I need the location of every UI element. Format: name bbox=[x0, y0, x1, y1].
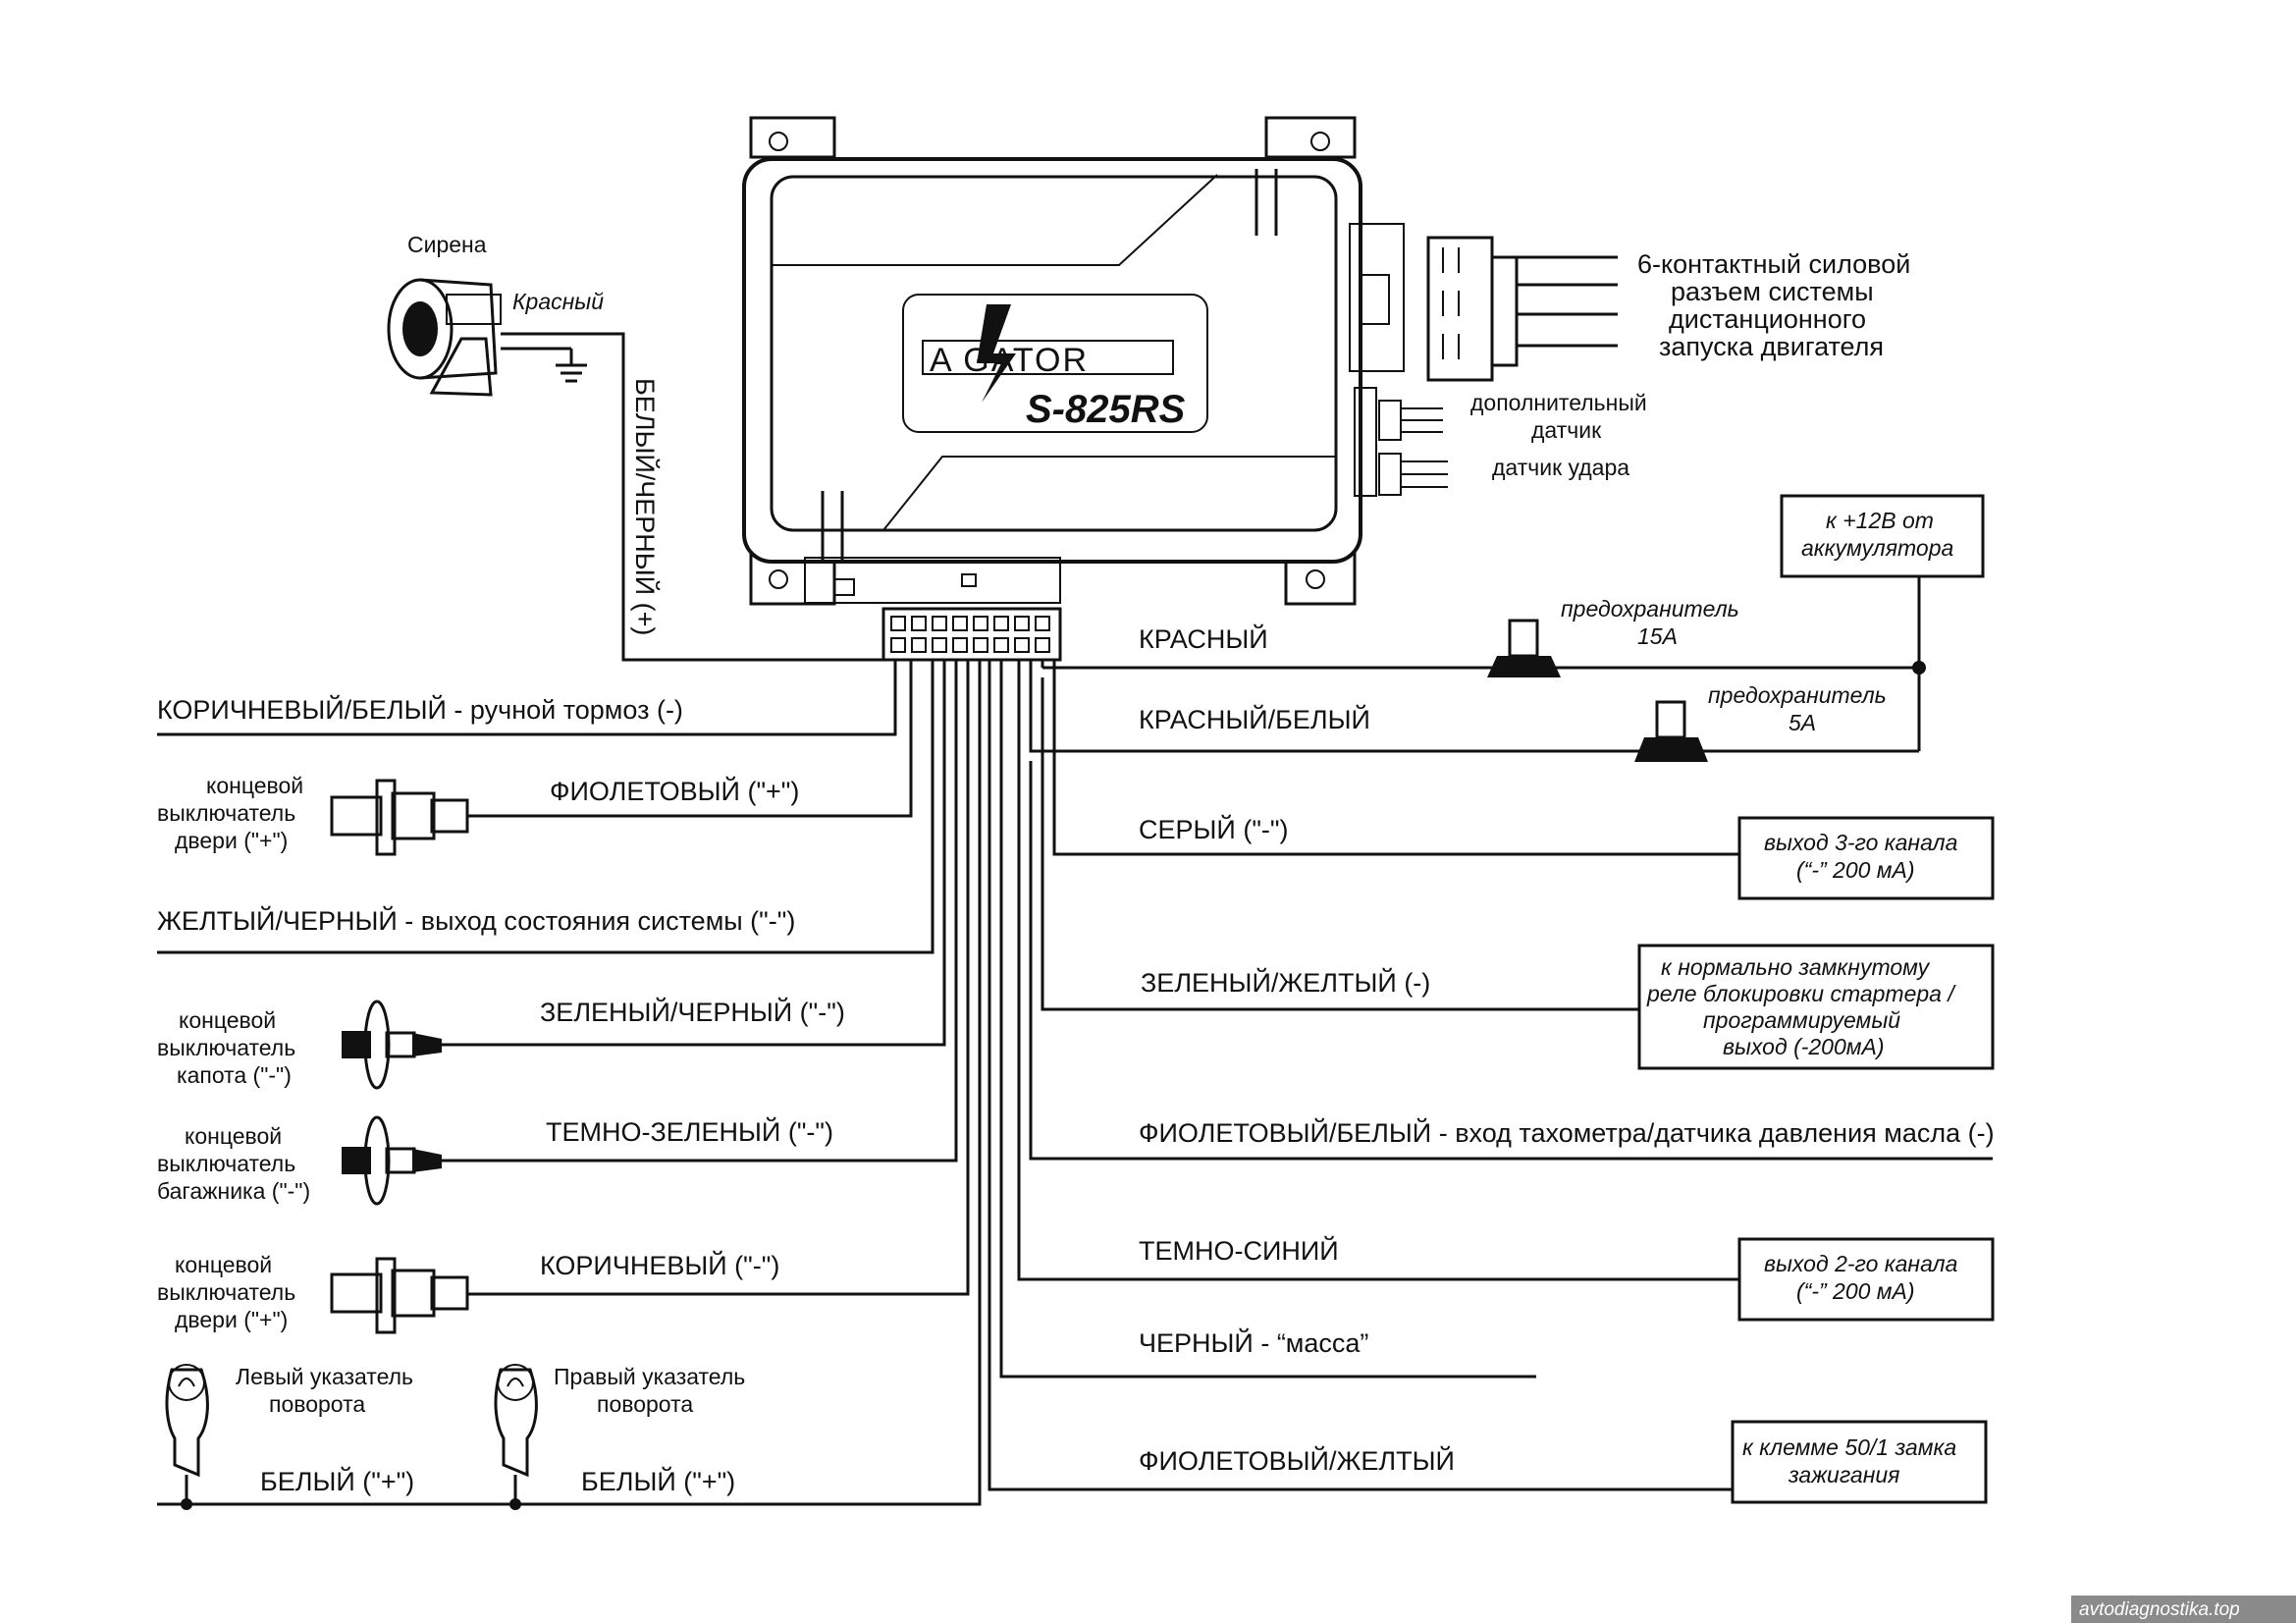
main-connector bbox=[881, 607, 1062, 662]
green-black-wire-label: ЗЕЛЕНЫЙ/ЧЕРНЫЙ ("-") bbox=[540, 997, 845, 1027]
power-connector-label-2: разъем системы bbox=[1671, 277, 1874, 306]
left-turn-line-2: поворота bbox=[269, 1391, 365, 1417]
model-name: S-825RS bbox=[1026, 388, 1186, 431]
right-turn-line-2: поворота bbox=[597, 1391, 693, 1417]
power-connector-label-4: запуска двигателя bbox=[1659, 332, 1884, 361]
logo-panel bbox=[902, 294, 1208, 433]
siren-wire-label: Красный bbox=[512, 289, 604, 314]
dark-blue-wire-label: ТЕМНО-СИНИЙ bbox=[1139, 1235, 1339, 1266]
watermark: avtodiagnostika.top bbox=[2079, 1599, 2240, 1620]
fuse-5a-line-2: 5А bbox=[1789, 710, 1816, 735]
shock-sensor-label: датчик удара bbox=[1492, 455, 1629, 480]
alarm-unit: A GATOR S-825RS bbox=[742, 116, 1405, 606]
yellow-black-wire-label: ЖЕЛТЫЙ/ЧЕРНЫЙ - выход состояния системы … bbox=[157, 905, 795, 936]
gray-wire-label: СЕРЫЙ ("-") bbox=[1139, 814, 1288, 844]
dark-green-wire-label: ТЕМНО-ЗЕЛЕНЫЙ ("-") bbox=[546, 1116, 833, 1147]
ch3-box-line-2: (“-” 200 мА) bbox=[1796, 857, 1915, 883]
door-switch-2-line-1: концевой bbox=[175, 1252, 272, 1277]
fuse-15a-icon bbox=[1487, 619, 1561, 677]
battery-box-line-1: к +12В от bbox=[1826, 508, 1934, 533]
right-turn-line-1: Правый указатель bbox=[554, 1364, 745, 1389]
trunk-switch-line-1: концевой bbox=[185, 1123, 282, 1149]
ch2-box-line-2: (“-” 200 мА) bbox=[1796, 1278, 1915, 1304]
ch2-box-line-1: выход 2-го канала bbox=[1764, 1251, 1957, 1276]
fuse-5a-icon bbox=[1634, 700, 1708, 762]
right-turn-lamp-icon bbox=[494, 1364, 538, 1510]
black-wire-label: ЧЕРНЫЙ - “масса” bbox=[1139, 1327, 1368, 1358]
door-switch-2-icon bbox=[330, 1257, 469, 1334]
door-switch-2-line-2: выключатель bbox=[157, 1279, 295, 1305]
white-wire-label-1: БЕЛЫЙ ("+") bbox=[260, 1466, 414, 1496]
fuse-15a-line-2: 15А bbox=[1637, 623, 1678, 649]
ignition-box bbox=[1731, 1420, 1988, 1504]
brown-white-wire-label: КОРИЧНЕВЫЙ/БЕЛЫЙ - ручной тормоз (-) bbox=[157, 694, 683, 725]
power-connector-label-1: 6-контактный силовой bbox=[1637, 249, 1910, 279]
violet-wire-label: ФИОЛЕТОВЫЙ ("+") bbox=[550, 776, 799, 806]
ignition-box-line-1: к клемме 50/1 замка bbox=[1742, 1434, 1956, 1460]
ignition-box-line-2: зажигания bbox=[1788, 1462, 1899, 1488]
door-switch-2-line-3: двери ("+") bbox=[175, 1307, 288, 1332]
door-switch-1-line-1: концевой bbox=[206, 773, 303, 798]
door-switch-1-icon bbox=[330, 779, 469, 856]
door-switch-1-line-3: двери ("+") bbox=[175, 828, 288, 853]
battery-box bbox=[1780, 494, 1985, 578]
trunk-switch-icon bbox=[342, 1115, 442, 1206]
white-wire-label-2: БЕЛЫЙ ("+") bbox=[581, 1466, 735, 1496]
green-yellow-wire-label: ЗЕЛЕНЫЙ/ЖЕЛТЫЙ (-) bbox=[1141, 967, 1430, 998]
battery-box-line-2: аккумулятора bbox=[1801, 535, 1953, 561]
fuse-15a-line-1: предохранитель bbox=[1561, 596, 1739, 622]
left-turn-line-1: Левый указатель bbox=[236, 1364, 413, 1389]
extra-sensor-label-1: дополнительный bbox=[1470, 390, 1647, 415]
hood-switch-line-1: концевой bbox=[179, 1007, 276, 1033]
ch3-box-line-1: выход 3-го канала bbox=[1764, 830, 1957, 855]
relay-box bbox=[1637, 944, 1995, 1070]
siren-title: Сирена bbox=[407, 232, 487, 257]
violet-white-wire-label: ФИОЛЕТОВЫЙ/БЕЛЫЙ - вход тахометра/датчик… bbox=[1139, 1117, 1995, 1148]
door-switch-1-line-2: выключатель bbox=[157, 800, 295, 826]
hood-switch-icon bbox=[342, 1000, 442, 1090]
red-wire-label: КРАСНЫЙ bbox=[1139, 623, 1268, 654]
fuse-5a-line-1: предохранитель bbox=[1708, 682, 1887, 708]
red-white-wire-label: КРАСНЫЙ/БЕЛЫЙ bbox=[1139, 704, 1370, 734]
hood-switch-line-2: выключатель bbox=[157, 1035, 295, 1060]
extra-sensor-label-2: датчик bbox=[1531, 417, 1602, 443]
violet-yellow-wire-label: ФИОЛЕТОВЫЙ/ЖЕЛТЫЙ bbox=[1139, 1445, 1455, 1476]
left-turn-lamp-icon bbox=[165, 1364, 209, 1510]
siren-vertical-label: БЕЛЫЙ/ЧЕРНЫЙ (+) bbox=[630, 378, 661, 635]
power-connector bbox=[1426, 236, 1618, 382]
ch3-box bbox=[1737, 816, 1995, 900]
relay-box-line-1: к нормально замкнутому bbox=[1661, 954, 1931, 980]
trunk-switch-line-3: багажника ("-") bbox=[157, 1178, 310, 1204]
relay-box-line-3: программируемый bbox=[1703, 1007, 1900, 1033]
trunk-switch-line-2: выключатель bbox=[157, 1151, 295, 1176]
ch2-box bbox=[1737, 1237, 1995, 1322]
siren-icon bbox=[387, 278, 502, 397]
brown-wire-label: КОРИЧНЕВЫЙ ("-") bbox=[540, 1250, 779, 1280]
relay-box-line-4: выход (-200мА) bbox=[1723, 1034, 1885, 1059]
hood-switch-line-3: капота ("-") bbox=[177, 1062, 292, 1088]
relay-box-line-2: реле блокировки стартера / bbox=[1646, 981, 1956, 1006]
power-connector-label-3: дистанционного bbox=[1669, 304, 1866, 334]
sensor-connectors bbox=[1378, 400, 1448, 496]
